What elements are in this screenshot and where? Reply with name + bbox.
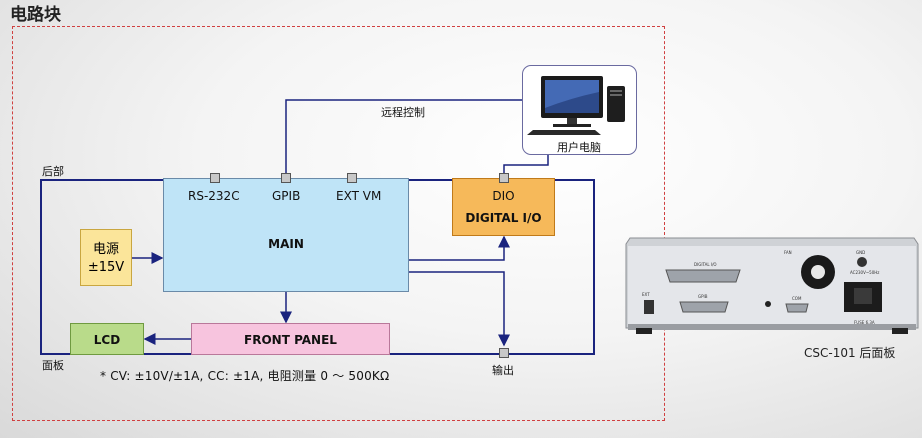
gnd-label: GND (856, 250, 865, 255)
power-label: 电源 (92, 242, 119, 257)
dio-port (499, 173, 509, 183)
main-block: RS-232C GPIB EXT VM MAIN (163, 178, 409, 292)
ext-vm-port (347, 173, 357, 183)
power-block: 电源 ±15V (80, 229, 132, 286)
pc-box: 用户电脑 (522, 65, 637, 155)
circuit-region-outline (12, 26, 665, 421)
digital-io-port-label: DIGITAL I/O (694, 262, 717, 267)
remote-control-label: 远程控制 (381, 106, 425, 119)
main-output-arrow (409, 271, 510, 347)
fuse-label: FUSE 6.3A (854, 320, 875, 325)
digital-io-block: DIO DIGITAL I/O (452, 178, 555, 236)
rear-panel-caption: CSC-101 后面板 (804, 346, 896, 360)
device-rear-panel-image: EXT DIGITAL I/O GPIB COM FAN GND AC230V~… (625, 237, 919, 334)
digital-io-label: DIGITAL I/O (465, 211, 542, 225)
main-dio-arrow (409, 235, 510, 261)
rear-label: 后部 (42, 165, 64, 178)
com-port-label: COM (792, 296, 802, 301)
gpib-port (281, 173, 291, 183)
gpib-port-label: GPIB (698, 294, 708, 299)
lcd-label: LCD (93, 333, 121, 347)
pc-dio-line (503, 155, 549, 173)
gpib-remote-line (285, 99, 524, 173)
gpib-label: GPIB (272, 189, 301, 203)
fan-label: FAN (784, 250, 792, 255)
output-label: 输出 (492, 364, 514, 377)
rs232c-label: RS-232C (188, 189, 240, 203)
output-port (499, 348, 509, 358)
ext-vm-label: EXT VM (336, 189, 382, 203)
computer-icon (527, 76, 625, 135)
front-panel-block: FRONT PANEL (191, 323, 390, 355)
spec-footnote: * CV: ±10V/±1A, CC: ±1A, 电阻测量 0 ～ 500KΩ (100, 369, 390, 383)
page-title: 电路块 (10, 5, 61, 25)
power-voltage-label: ±15V (87, 260, 125, 275)
front-panel-label: FRONT PANEL (244, 333, 337, 347)
lcd-block: LCD (70, 323, 144, 355)
rs232c-port (210, 173, 220, 183)
ext-label: EXT (642, 292, 650, 297)
ac-input-label: AC230V~50Hz (850, 270, 879, 275)
main-label: MAIN (268, 237, 304, 251)
pc-label: 用户电脑 (557, 141, 601, 154)
dio-label: DIO (492, 189, 515, 203)
front-label: 面板 (42, 359, 64, 372)
